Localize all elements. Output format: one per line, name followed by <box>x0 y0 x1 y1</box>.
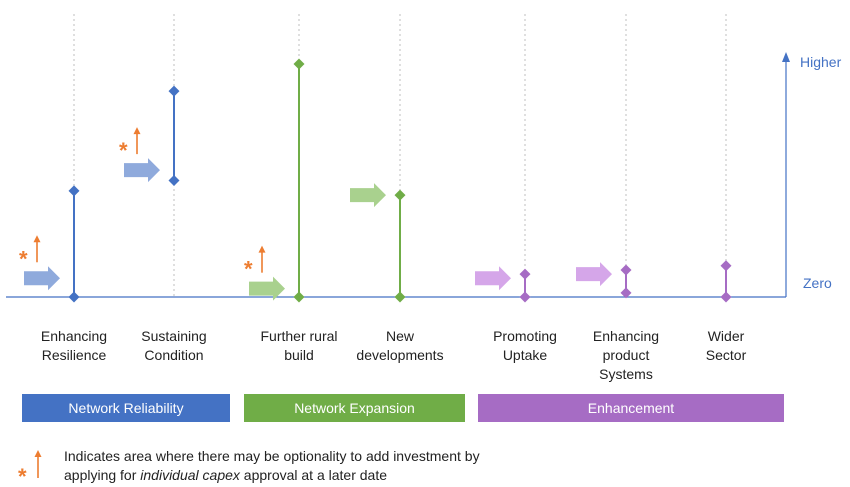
category-label-line: New <box>386 328 415 344</box>
range-low-point-1 <box>168 175 180 187</box>
category-label-line: Enhancing <box>593 328 659 344</box>
category-label-line: Condition <box>144 347 203 363</box>
legend-line-2: applying for individual capex approval a… <box>64 466 480 485</box>
range-low-point-3 <box>394 291 406 303</box>
level-arrow-5 <box>576 262 612 287</box>
category-label-line: developments <box>356 347 443 363</box>
category-label-line: Uptake <box>503 347 548 363</box>
category-label-line: Promoting <box>493 328 557 344</box>
range-low-point-2 <box>293 291 305 303</box>
category-label-3: New developments <box>356 328 443 363</box>
range-low-point-0 <box>68 291 80 303</box>
range-marks: * * * <box>19 58 732 303</box>
legend-text: Indicates area where there may be option… <box>64 447 480 485</box>
optional-star-1: * <box>119 138 128 163</box>
category-label-line: Further rural <box>260 328 337 344</box>
range-low-point-5 <box>620 287 632 299</box>
optionality-marker-icon: * <box>18 450 42 486</box>
level-arrow-4 <box>475 266 511 291</box>
level-arrow-2 <box>249 276 285 301</box>
range-low-point-4 <box>519 291 531 303</box>
level-arrow-3 <box>350 183 386 208</box>
group-bar-enhancement: Enhancement <box>478 394 784 422</box>
category-label-line: build <box>284 347 314 363</box>
category-label-line: product <box>603 347 650 363</box>
range-high-point-5 <box>620 264 632 276</box>
level-arrow-1 <box>124 158 160 183</box>
range-high-point-4 <box>519 268 531 280</box>
optional-star-0: * <box>19 246 28 271</box>
level-arrow-0 <box>24 266 60 291</box>
optional-arrow-head-0 <box>33 235 41 243</box>
range-high-point-6 <box>720 260 732 272</box>
category-label-line: Sustaining <box>141 328 206 344</box>
range-high-point-3 <box>394 189 406 201</box>
category-label-line: Sector <box>706 347 747 363</box>
legend-line-2-end: approval at a later date <box>239 467 388 483</box>
category-label-2: Further rural build <box>260 328 337 363</box>
legend-line-2-italic: individual capex <box>140 467 240 483</box>
y-axis-arrowhead <box>782 52 790 62</box>
category-label-line: Systems <box>599 366 653 382</box>
legend-line-1: Indicates area where there may be option… <box>64 448 480 464</box>
category-label-line: Wider <box>708 328 745 344</box>
category-label-line: Resilience <box>42 347 107 363</box>
range-high-point-1 <box>168 85 180 97</box>
category-label-line: Enhancing <box>41 328 107 344</box>
y-axis-zero-label: Zero <box>803 275 832 291</box>
optional-arrow-head-2 <box>258 245 266 253</box>
range-high-point-2 <box>293 58 305 70</box>
legend: * Indicates area where there may be opti… <box>16 446 536 486</box>
group-bar-network-reliability: Network Reliability <box>22 394 230 422</box>
y-axis-higher-label: Higher <box>800 54 842 70</box>
svg-text:*: * <box>18 464 27 486</box>
optional-arrow-head-1 <box>133 127 141 135</box>
legend-line-2-start: applying for <box>64 467 141 483</box>
range-low-point-6 <box>720 291 732 303</box>
range-high-point-0 <box>68 185 80 197</box>
group-bar-network-expansion: Network Expansion <box>244 394 465 422</box>
optional-star-2: * <box>244 257 253 282</box>
